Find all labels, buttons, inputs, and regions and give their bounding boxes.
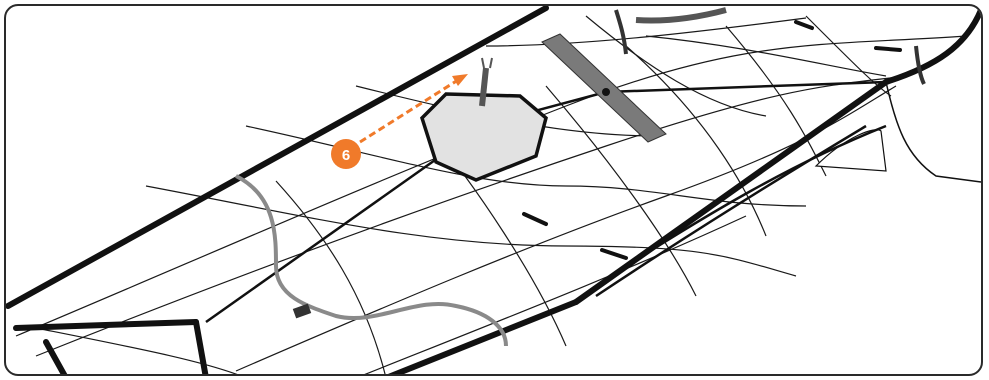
callout-arrowhead bbox=[452, 74, 468, 86]
mast-post bbox=[482, 68, 486, 106]
boat-diagram: 6 bbox=[6, 6, 983, 376]
buckle bbox=[293, 304, 311, 319]
mast-plate bbox=[422, 94, 546, 180]
top-strap bbox=[636, 10, 726, 21]
bow-outline bbox=[886, 82, 981, 182]
diagram-frame: 6 bbox=[4, 4, 983, 376]
mast-clip bbox=[482, 58, 492, 68]
callout-number: 6 bbox=[342, 147, 350, 164]
strap-bar bbox=[542, 34, 666, 142]
grey-rope bbox=[236, 176, 506, 346]
strap-knot bbox=[602, 88, 610, 96]
top-strap-left bbox=[616, 10, 626, 54]
